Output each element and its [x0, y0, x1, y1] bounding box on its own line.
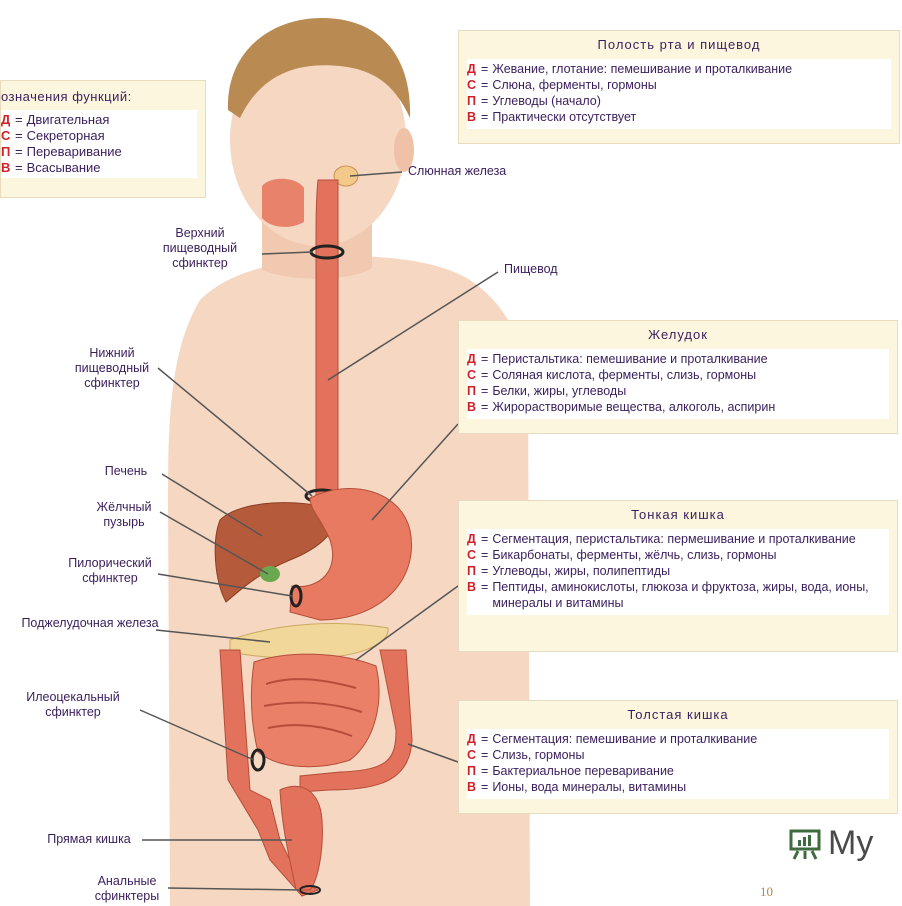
box-large-intestine: Толстая кишка Д=Сегментация: пемешивание… [458, 700, 898, 814]
box-row: В=Практически отсутствует [467, 109, 891, 125]
box-row: В=Пептиды, аминокислоты, глюкоза и фрукт… [467, 579, 889, 611]
box-title: Полость рта и пищевод [459, 31, 899, 59]
legend-item: С=Секреторная [1, 128, 197, 144]
presentation-board-icon [788, 827, 822, 861]
page-number: 10 [760, 884, 773, 900]
legend-title: бозначения функций: [0, 81, 205, 110]
box-row: Д=Сегментация: пемешивание и проталкиван… [467, 731, 889, 747]
label-salivary-gland: Слюнная железа [408, 164, 558, 179]
label-liver: Печень [88, 464, 164, 479]
box-title: Желудок [459, 321, 897, 349]
gallbladder-shape [260, 566, 280, 582]
box-row: Д=Сегментация, перистальтика: пермешиван… [467, 531, 889, 547]
legend-item: П=Переваривание [1, 144, 197, 160]
box-small-intestine: Тонкая кишка Д=Сегментация, перистальтик… [458, 500, 898, 652]
label-ileocecal-sphincter: Илеоцекальный сфинктер [14, 690, 132, 720]
box-row: П=Углеводы, жиры, полипептиды [467, 563, 889, 579]
box-row: П=Белки, жиры, углеводы [467, 383, 889, 399]
box-stomach: Желудок Д=Перистальтика: пемешивание и п… [458, 320, 898, 434]
box-row: П=Углеводы (начало) [467, 93, 891, 109]
box-row: С=Соляная кислота, ферменты, слизь, горм… [467, 367, 889, 383]
box-row: В=Ионы, вода минералы, витамины [467, 779, 889, 795]
oral-cavity [262, 179, 304, 227]
box-title: Толстая кишка [459, 701, 897, 729]
label-upper-sphincter: Верхний пищеводный сфинктер [150, 226, 250, 271]
esophagus-shape [316, 180, 338, 500]
box-row: Д=Жевание, глотание: пемешивание и прота… [467, 61, 891, 77]
box-row: Д=Перистальтика: пемешивание и проталкив… [467, 351, 889, 367]
label-anal-sphincters: Анальные сфинктеры [82, 874, 172, 904]
box-row: В=Жирорастворимые вещества, алкоголь, ас… [467, 399, 889, 415]
label-pancreas: Поджелудочная железа [20, 616, 160, 631]
function-legend: бозначения функций: Д=Двигательная С=Сек… [0, 80, 206, 198]
box-mouth-esophagus: Полость рта и пищевод Д=Жевание, глотани… [458, 30, 900, 144]
label-pyloric-sphincter: Пилорический сфинктер [60, 556, 160, 586]
brand-logo: My [788, 824, 873, 863]
box-row: С=Слюна, ферменты, гормоны [467, 77, 891, 93]
label-rectum: Прямая кишка [34, 832, 144, 847]
legend-item: Д=Двигательная [1, 112, 197, 128]
label-esophagus: Пищевод [504, 262, 584, 277]
box-title: Тонкая кишка [459, 501, 897, 529]
box-row: С=Слизь, гормоны [467, 747, 889, 763]
brand-text: My [828, 824, 873, 863]
box-row: П=Бактериальное переваривание [467, 763, 889, 779]
label-lower-sphincter: Нижний пищеводный сфинктер [62, 346, 162, 391]
label-gallbladder: Жёлчный пузырь [86, 500, 162, 530]
legend-item: В=Всасывание [1, 160, 197, 176]
box-row: С=Бикарбонаты, ферменты, жёлчь, слизь, г… [467, 547, 889, 563]
